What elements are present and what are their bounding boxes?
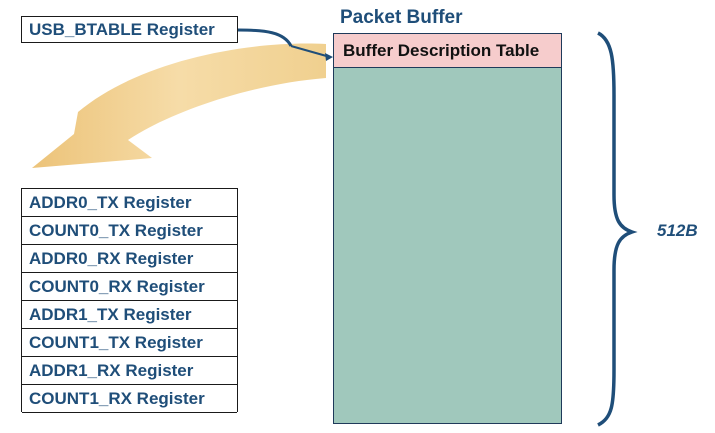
size-brace (597, 31, 638, 427)
btable-pointer-line (290, 45, 331, 58)
packet-buffer: Buffer Description Table (333, 33, 562, 424)
register-row: ADDR1_TX Register (22, 301, 237, 329)
usb-btable-register-box: USB_BTABLE Register (21, 16, 238, 43)
buffer-description-table: Buffer Description Table (334, 34, 561, 68)
register-row: ADDR0_TX Register (22, 189, 237, 217)
usb-btable-register-label: USB_BTABLE Register (29, 20, 215, 39)
btable-connector-line (237, 28, 293, 47)
register-row: COUNT1_RX Register (22, 385, 237, 413)
register-group-ep1-tx: ADDR1_TX Register COUNT1_TX Register (21, 300, 238, 357)
register-group-ep0-tx: ADDR0_TX Register COUNT0_TX Register (21, 188, 238, 245)
register-group-ep1-rx: ADDR1_RX Register COUNT1_RX Register (21, 356, 238, 413)
register-group-ep0-rx: ADDR0_RX Register COUNT0_RX Register (21, 244, 238, 301)
buffer-size-label: 512B (657, 221, 698, 240)
register-row: COUNT0_TX Register (22, 217, 237, 245)
packet-buffer-title: Packet Buffer (340, 7, 463, 28)
register-row: ADDR1_RX Register (22, 357, 237, 385)
register-row: ADDR0_RX Register (22, 245, 237, 273)
register-row: COUNT0_RX Register (22, 273, 237, 301)
register-row: COUNT1_TX Register (22, 329, 237, 357)
btable-pointer-arrowhead (325, 53, 333, 61)
curved-arrow-shape (32, 43, 326, 169)
